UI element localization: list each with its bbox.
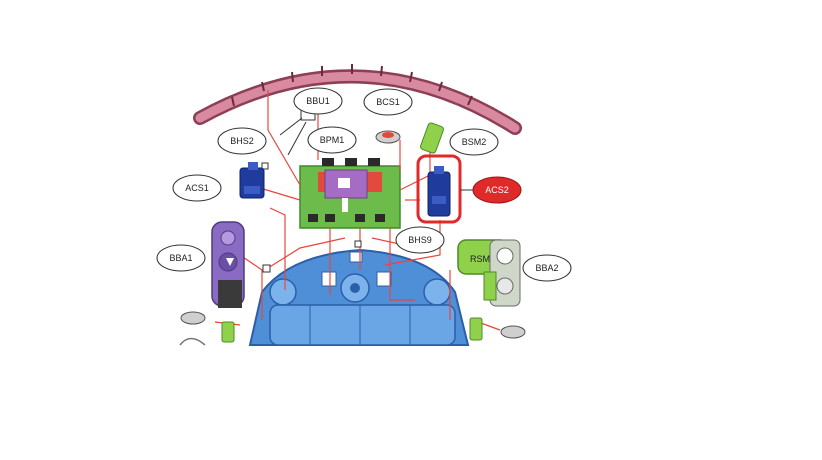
callout-bhs9: BHS9 bbox=[395, 226, 445, 254]
callout-bhs2: BHS2 bbox=[217, 127, 267, 155]
svg-text:BSM2: BSM2 bbox=[462, 137, 487, 147]
acs1-sensor bbox=[239, 162, 265, 199]
svg-text:BBA2: BBA2 bbox=[535, 263, 558, 273]
acs2-sensor-highlight bbox=[416, 154, 476, 224]
bottom-left-parts bbox=[179, 311, 235, 346]
svg-text:ACS2: ACS2 bbox=[485, 185, 509, 195]
callout-bba1: BBA1 bbox=[156, 244, 206, 272]
bsm2-sensor bbox=[420, 122, 444, 154]
bba2-module: RSM bbox=[457, 239, 521, 307]
svg-text:BPM1: BPM1 bbox=[320, 135, 345, 145]
svg-text:BHS2: BHS2 bbox=[230, 136, 254, 146]
bottom-right-parts bbox=[469, 317, 526, 341]
leader-line bbox=[279, 117, 303, 136]
chassis-base bbox=[248, 248, 470, 346]
svg-text:ACS1: ACS1 bbox=[185, 183, 209, 193]
callout-acs2: ACS2 bbox=[472, 176, 522, 204]
callout-bpm1: BPM1 bbox=[307, 126, 357, 154]
callout-acs1: ACS1 bbox=[172, 174, 222, 202]
leader-line bbox=[287, 121, 307, 156]
callout-bbu1: BBU1 bbox=[293, 87, 343, 115]
callout-bba2: BBA2 bbox=[522, 254, 572, 282]
bcs1-connector bbox=[375, 130, 401, 144]
callout-bsm2: BSM2 bbox=[449, 128, 499, 156]
motor-label: RSM bbox=[470, 254, 490, 264]
svg-text:BBU1: BBU1 bbox=[306, 96, 330, 106]
front-bumper bbox=[193, 64, 522, 135]
svg-text:BHS9: BHS9 bbox=[408, 235, 432, 245]
svg-text:BCS1: BCS1 bbox=[376, 97, 400, 107]
svg-text:BBA1: BBA1 bbox=[169, 253, 192, 263]
callout-bcs1: BCS1 bbox=[363, 88, 413, 116]
connector-markers bbox=[261, 109, 362, 273]
bba1-module bbox=[211, 221, 245, 308]
main-board bbox=[299, 158, 401, 229]
